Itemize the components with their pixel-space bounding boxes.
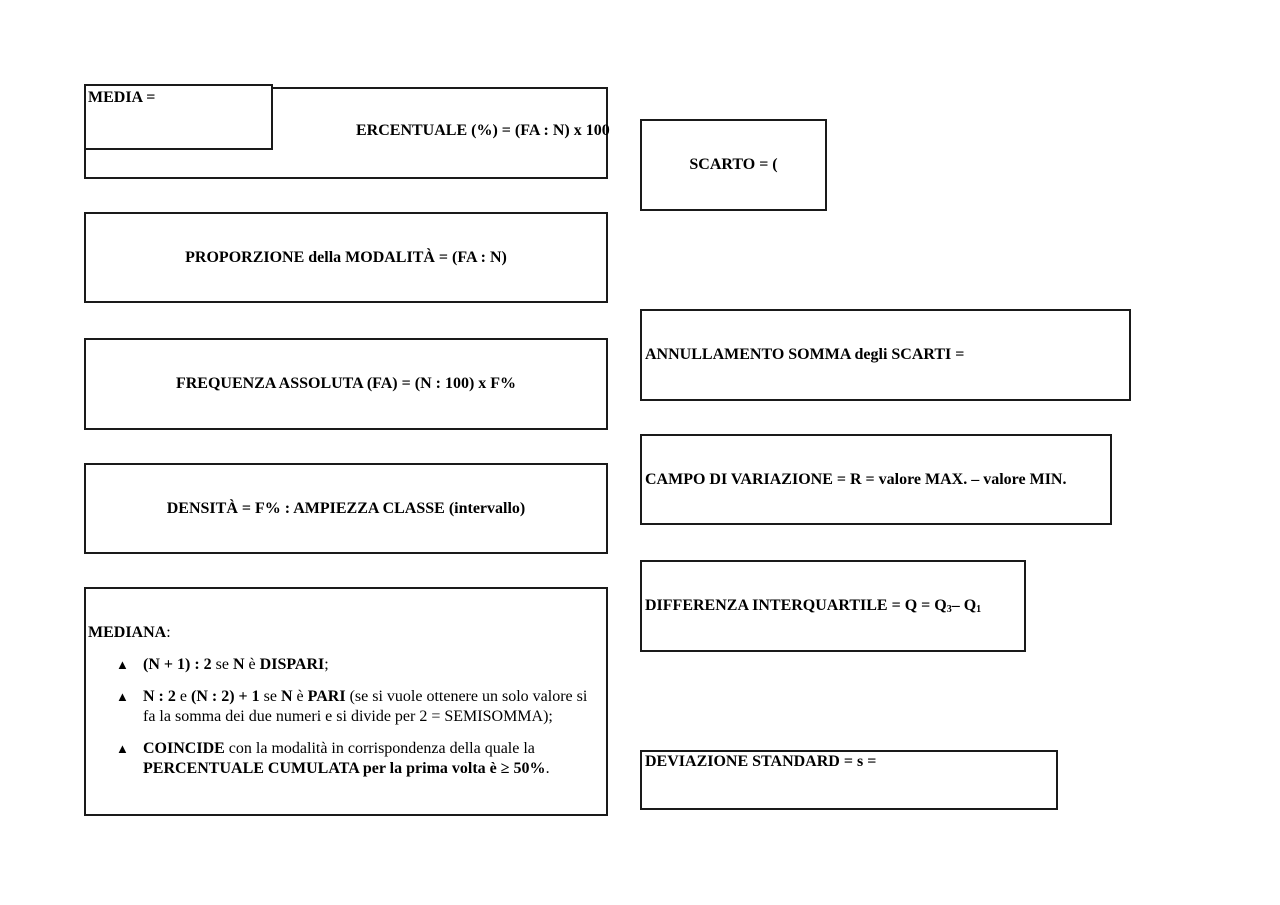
triangle-bullet-icon: ▲	[116, 741, 129, 756]
mediana-list: ▲ (N + 1) : 2 se N è DISPARI; ▲ N : 2 e …	[116, 655, 596, 791]
mediana-box: MEDIANA: ▲ (N + 1) : 2 se N è DISPARI; ▲…	[84, 587, 608, 816]
differenza-formula: DIFFERENZA INTERQUARTILE = Q = Q3– Q1	[645, 597, 982, 615]
triangle-bullet-icon: ▲	[116, 689, 129, 704]
list-item: ▲ COINCIDE con la modalità in corrispond…	[116, 740, 550, 777]
list-item: ▲ (N + 1) : 2 se N è DISPARI;	[116, 656, 329, 673]
triangle-bullet-icon: ▲	[116, 657, 129, 672]
proporzione-box: PROPORZIONE della MODALITÀ = (FA : N)	[84, 212, 608, 303]
frequenza-box: FREQUENZA ASSOLUTA (FA) = (N : 100) x F%	[84, 338, 608, 430]
deviazione-box: DEVIAZIONE STANDARD = s =	[640, 750, 1058, 810]
densita-box: DENSITÀ = F% : AMPIEZZA CLASSE (interval…	[84, 463, 608, 554]
annullamento-formula: ANNULLAMENTO SOMMA degli SCARTI =	[645, 346, 965, 363]
campo-formula: CAMPO DI VARIAZIONE = R = valore MAX. – …	[645, 470, 1067, 488]
percentuale-formula: ERCENTUALE (%) = (FA : N) x 100	[356, 122, 610, 139]
list-item: ▲ N : 2 e (N : 2) + 1 se N è PARI (se si…	[116, 688, 588, 725]
mediana-title: MEDIANA:	[88, 624, 171, 641]
scarto-formula: SCARTO = (	[689, 156, 778, 173]
densita-formula: DENSITÀ = F% : AMPIEZZA CLASSE (interval…	[166, 499, 526, 517]
scarto-box: SCARTO = (	[640, 119, 827, 211]
frequenza-formula: FREQUENZA ASSOLUTA (FA) = (N : 100) x F%	[175, 375, 517, 392]
media-box: MEDIA =	[84, 84, 273, 150]
campo-box: CAMPO DI VARIAZIONE = R = valore MAX. – …	[640, 434, 1112, 525]
proporzione-formula: PROPORZIONE della MODALITÀ = (FA : N)	[185, 248, 507, 266]
media-formula: MEDIA =	[88, 89, 156, 106]
differenza-box: DIFFERENZA INTERQUARTILE = Q = Q3– Q1	[640, 560, 1026, 652]
annullamento-box: ANNULLAMENTO SOMMA degli SCARTI =	[640, 309, 1131, 401]
deviazione-formula: DEVIAZIONE STANDARD = s =	[645, 753, 877, 770]
